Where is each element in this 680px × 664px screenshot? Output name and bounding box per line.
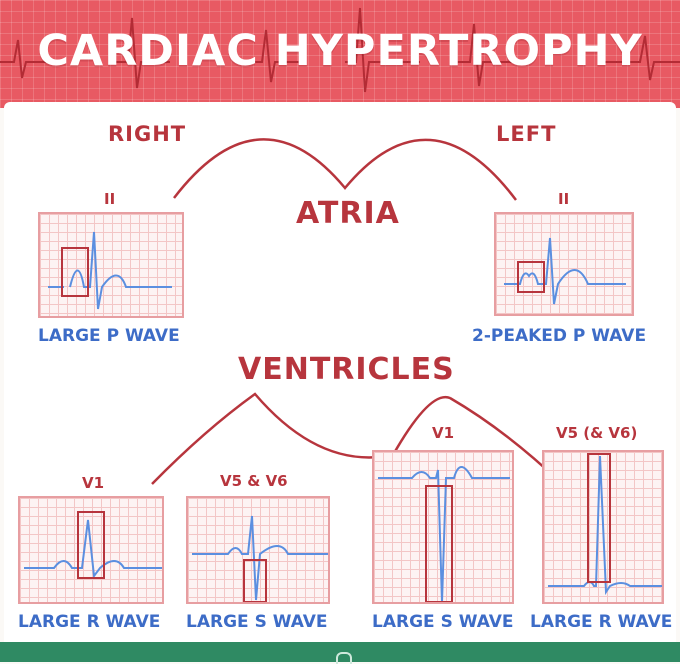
left-ventricle-v1-caption: LARGE S WAVE	[372, 612, 514, 632]
right-ventricle-v1-caption: LARGE R WAVE	[18, 612, 161, 632]
ecg-left-ventricle-v5-v6-large-r-wave	[542, 450, 664, 604]
footer-bar	[0, 642, 680, 664]
right-atria-lead-label: II	[104, 190, 116, 208]
left-label: LEFT	[496, 122, 557, 146]
right-label: RIGHT	[108, 122, 187, 146]
right-ventricle-v1-lead-label: V1	[82, 474, 105, 492]
right-atria-caption: LARGE P WAVE	[38, 326, 180, 346]
atria-arc	[173, 138, 517, 201]
ecg-right-ventricle-v5-v6-large-s-wave	[186, 496, 330, 604]
left-ventricle-v5-v6-caption: LARGE R WAVE	[530, 612, 673, 632]
left-ventricle-v1-lead-label: V1	[432, 424, 455, 442]
footer-logo-fragment	[336, 652, 352, 664]
right-ventricle-v5-v6-lead-label: V5 & V6	[220, 472, 288, 490]
ecg-left-atria-2-peaked-p-wave	[494, 212, 634, 316]
ecg-left-ventricle-v1-large-s-wave	[372, 450, 514, 604]
left-ventricle-v5-v6-lead-label: V5 (& V6)	[556, 424, 638, 442]
ventricles-section-label: VENTRICLES	[238, 352, 455, 387]
left-atria-lead-label: II	[558, 190, 570, 208]
page-title: CARDIAC HYPERTROPHY	[37, 26, 643, 76]
ecg-right-atria-large-p-wave	[38, 212, 184, 318]
right-ventricle-v5-v6-caption: LARGE S WAVE	[186, 612, 328, 632]
header-banner: CARDIAC HYPERTROPHY	[0, 0, 680, 108]
atria-section-label: ATRIA	[296, 196, 400, 231]
header-ecg-trace	[0, 7, 680, 93]
ecg-right-ventricle-v1-large-r-wave	[18, 496, 164, 604]
left-atria-caption: 2-PEAKED P WAVE	[472, 326, 647, 346]
